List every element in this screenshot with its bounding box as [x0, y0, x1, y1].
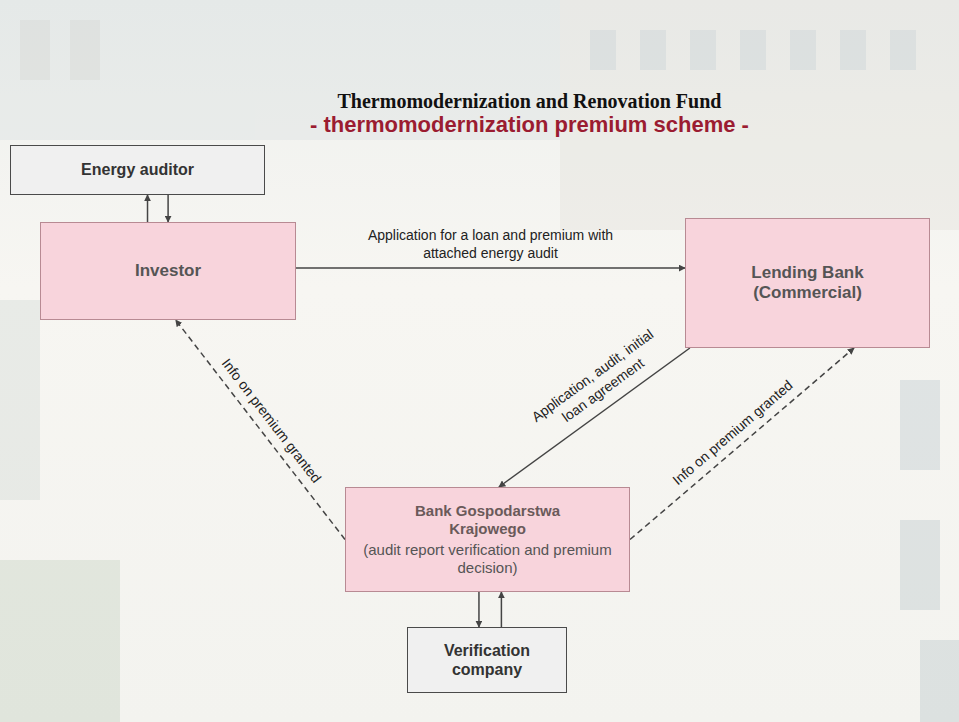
arrow — [478, 592, 480, 627]
diagram-title: Thermomodernization and Renovation Fund — [0, 90, 959, 113]
actor-box: Verification company — [407, 627, 567, 693]
bank-box: Bank Gospodarstwa Krajowego(audit report… — [345, 487, 630, 592]
arrow — [501, 592, 503, 627]
box-label: Lending Bank (Commercial) — [743, 263, 873, 304]
box-label: Energy auditor — [81, 160, 194, 179]
actor-box: Energy auditor — [10, 145, 265, 195]
subtitle-label: - thermomodernization premium scheme - — [0, 112, 959, 138]
box-label: Investor — [135, 261, 201, 281]
edge-label: Info on premium granted — [218, 355, 325, 486]
actor-box: Investor — [40, 222, 296, 320]
edge-label: Info on premium granted — [669, 377, 796, 489]
arrow — [167, 195, 169, 222]
arrow — [147, 195, 149, 222]
bank-box: Lending Bank (Commercial) — [685, 218, 930, 348]
edge-label: Application, audit, initial loan agreeme… — [523, 321, 673, 443]
box-label: Bank Gospodarstwa Krajowego — [388, 502, 588, 538]
arrow — [296, 267, 685, 269]
dashed-arrow — [630, 348, 854, 540]
box-label: Verification company — [427, 641, 547, 679]
box-sublabel: (audit report verification and premium d… — [360, 541, 615, 577]
dashed-arrow — [176, 320, 345, 540]
edge-label: Application for a loan and premium with … — [341, 227, 641, 262]
